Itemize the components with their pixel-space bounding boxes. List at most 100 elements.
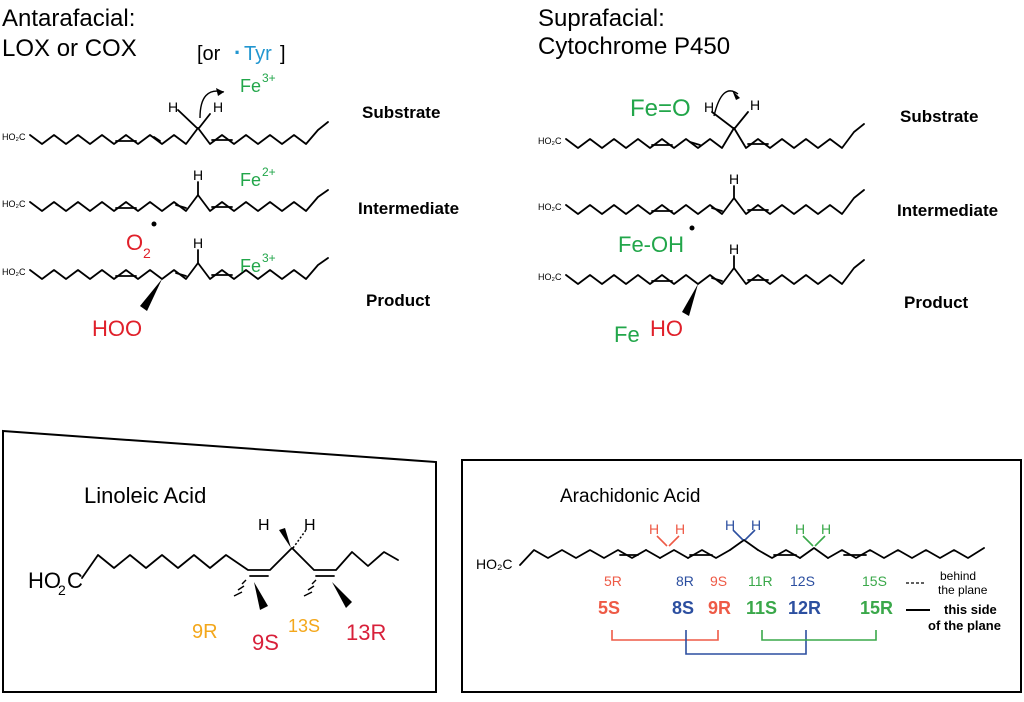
arachidonic-title: Arachidonic Acid <box>560 486 700 507</box>
label-12r: 12R <box>788 598 821 618</box>
suprafacial-panel: Suprafacial: Cytochrome P450 HO₂C H H Fe… <box>538 5 865 347</box>
label-product: Product <box>366 291 431 310</box>
iron-atom: Fe <box>614 322 640 347</box>
hydrogen: H <box>304 517 316 534</box>
bracket-5-9 <box>611 630 719 641</box>
hydroxyl-group: HO <box>650 316 683 341</box>
legend-this-line1: this side <box>944 602 997 617</box>
fe-substrate-charge: 3+ <box>262 71 276 85</box>
fe-product: Fe <box>240 256 261 276</box>
antarafacial-title: Antarafacial: <box>2 5 135 32</box>
hydrogen: H <box>750 97 760 113</box>
suprafacial-enzyme: Cytochrome P450 <box>538 33 730 60</box>
hydrogen-c7: H <box>649 521 659 537</box>
hydrogen: H <box>258 517 270 534</box>
label-15s: 15S <box>862 573 887 589</box>
lox-intermediate-molecule: HO₂C H <box>2 167 329 227</box>
hydrogen: H <box>168 99 178 115</box>
radical-dot <box>689 225 695 231</box>
lox-product-molecule: HO₂C H <box>2 235 329 311</box>
legend-behind-line1: behind <box>940 569 976 583</box>
fe-intermediate: Fe <box>240 170 261 190</box>
fe-intermediate-charge: 2+ <box>262 165 276 179</box>
hydroperoxide-group: HOO <box>92 316 142 341</box>
wedge-bond <box>682 284 698 316</box>
iron-hydroxide: Fe-OH <box>618 232 684 257</box>
carboxyl-subscript: 2 <box>58 582 66 598</box>
acid-group: HO₂C <box>538 272 562 282</box>
carboxyl-group: HO₂C <box>476 556 513 572</box>
dioxygen-subscript: 2 <box>143 245 151 261</box>
wedge-bond <box>140 279 162 311</box>
label-11s: 11S <box>746 598 777 618</box>
hydrogen-c13: H <box>795 521 805 537</box>
label-8s: 8S <box>672 598 694 618</box>
acid-group: HO₂C <box>2 267 26 277</box>
antarafacial-panel: Antarafacial: LOX or COX [or · Tyr ] HO₂… <box>2 5 329 341</box>
wedge-9s <box>254 582 268 610</box>
hashed-bond-9r <box>233 579 247 597</box>
tyr-bracket-close: ] <box>280 43 286 65</box>
hydrogen: H <box>213 99 223 115</box>
acid-group: HO₂C <box>2 199 26 209</box>
box-border <box>2 429 437 693</box>
suprafacial-title: Suprafacial: <box>538 5 665 32</box>
hydrogen-abstraction-arrow <box>713 90 739 117</box>
acid-group: HO₂C <box>538 202 562 212</box>
hydrogen: H <box>193 167 203 183</box>
label-9r: 9R <box>708 598 731 618</box>
hydrogen: H <box>193 235 203 251</box>
wedge-bond <box>279 528 291 548</box>
bracket-11-15 <box>761 630 877 641</box>
label-substrate: Substrate <box>900 107 978 126</box>
bracket-8-12 <box>685 630 807 655</box>
acid-group: HO₂C <box>2 132 26 142</box>
label-substrate: Substrate <box>362 103 440 122</box>
hydrogen-c13: H <box>821 521 831 537</box>
label-5r: 5R <box>604 573 622 589</box>
carboxyl-ho: HO <box>28 568 61 593</box>
hydrogen-c10: H <box>725 517 735 533</box>
label-13s: 13S <box>288 616 320 636</box>
label-intermediate: Intermediate <box>897 201 998 220</box>
arachidonic-acid-box: Arachidonic Acid HO₂C H H H H H H 5R 8R … <box>461 459 1022 693</box>
tyr-label: Tyr <box>244 43 272 65</box>
legend-behind-line2: the plane <box>938 583 988 597</box>
tyr-radical-dot: · <box>234 40 241 65</box>
p450-product-molecule: HO₂C H <box>538 241 865 316</box>
label-product: Product <box>904 293 969 312</box>
lox-substrate-molecule: HO₂C H H <box>2 88 329 145</box>
wedge-13r <box>332 582 352 608</box>
linoleic-acid-box: Linoleic Acid HO 2 C H H 9R 9S 13S 13R <box>2 429 437 693</box>
hydrogen: H <box>729 171 739 187</box>
antarafacial-enzymes: LOX or COX <box>2 35 137 62</box>
acid-group: HO₂C <box>538 136 562 146</box>
radical-dot <box>151 221 157 227</box>
label-5s: 5S <box>598 598 620 618</box>
label-13r: 13R <box>346 620 386 645</box>
hashed-bond-13s <box>303 579 317 597</box>
label-9s: 9S <box>710 573 727 589</box>
box-border <box>461 459 1022 693</box>
hydrogen: H <box>729 241 739 257</box>
fe-substrate: Fe <box>240 76 261 96</box>
ferryl-iron: Fe=O <box>630 95 691 122</box>
label-11r: 11R <box>748 573 773 589</box>
carboxyl-c: C <box>67 568 83 593</box>
hydrogen-c7: H <box>675 521 685 537</box>
hydrogen-c10: H <box>751 517 761 533</box>
label-15r: 15R <box>860 598 893 618</box>
legend-this-line2: of the plane <box>928 618 1001 633</box>
label-9r: 9R <box>192 621 218 643</box>
p450-intermediate-molecule: HO₂C H <box>538 171 865 231</box>
dioxygen: O <box>126 230 143 255</box>
tyr-bracket-open: [or <box>197 43 221 65</box>
label-12s: 12S <box>790 573 815 589</box>
label-intermediate: Intermediate <box>358 199 459 218</box>
label-8r: 8R <box>676 573 694 589</box>
fe-product-charge: 3+ <box>262 251 276 265</box>
linoleic-title: Linoleic Acid <box>84 483 206 508</box>
p450-substrate-molecule: HO₂C H H <box>538 90 865 149</box>
